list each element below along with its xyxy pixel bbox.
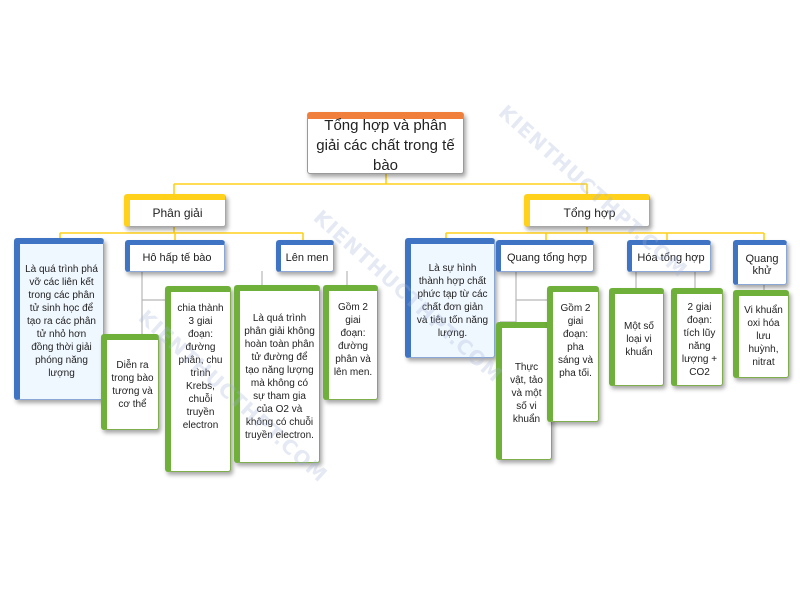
node-quang-tong-hop: Quang tổng hợp xyxy=(496,240,594,272)
node-ho-hap-te-bao: Hô hấp tế bào xyxy=(125,240,225,272)
node-quang-khu: Quang khử xyxy=(733,240,787,285)
node-quang-khu-label: Quang khử xyxy=(745,252,779,277)
leaf-ho-hap-stages: chia thành 3 giai đoạn: đường phân, chu … xyxy=(165,286,231,472)
leaf-ho-hap-stages-text: chia thành 3 giai đoạn: đường phân, chu … xyxy=(177,303,224,431)
leaf-quang-tong-hop-stages: Gồm 2 giai đoạn: pha sáng và pha tối. xyxy=(547,286,599,422)
branch-tong-hop-label: Tổng hợp xyxy=(563,206,616,220)
node-hoa-tong-hop: Hóa tổng hợp xyxy=(627,240,711,272)
node-len-men: Lên men xyxy=(276,240,334,272)
phan-giai-description-text: Là quá trình phá vỡ các liên kết trong c… xyxy=(25,264,98,379)
leaf-quang-khu-text: Vi khuẩn oxi hóa lưu huỳnh, nitrat xyxy=(744,305,783,368)
node-ho-hap-te-bao-label: Hô hấp tế bào xyxy=(142,252,212,264)
leaf-len-men-stages-text: Gồm 2 giai đoạn: đường phân và lên men. xyxy=(333,302,373,378)
leaf-len-men-definition-text: Là quá trình phân giải không hoàn toàn p… xyxy=(244,312,315,441)
branch-phan-giai: Phân giải xyxy=(124,194,226,227)
node-quang-tong-hop-label: Quang tổng hợp xyxy=(507,252,587,264)
leaf-quang-khu: Vi khuẩn oxi hóa lưu huỳnh, nitrat xyxy=(733,290,789,378)
leaf-len-men-stages: Gồm 2 giai đoạn: đường phân và lên men. xyxy=(323,285,378,400)
node-len-men-label: Lên men xyxy=(285,252,329,264)
tong-hop-description: Là sự hình thành hợp chất phức tạp từ cá… xyxy=(405,238,495,358)
leaf-quang-tong-hop-organisms-text: Thực vật, tảo và một số vi khuẩn xyxy=(510,362,543,425)
leaf-hoa-tong-hop-organisms-text: Một số loại vi khuẩn xyxy=(623,321,654,358)
leaf-ho-hap-location-text: Diễn ra trong bào tương và cơ thể xyxy=(111,359,154,410)
root-node: Tổng hợp và phân giải các chất trong tế … xyxy=(307,112,464,174)
branch-phan-giai-label: Phân giải xyxy=(152,206,203,220)
tong-hop-description-text: Là sự hình thành hợp chất phức tạp từ cá… xyxy=(416,262,489,339)
node-hoa-tong-hop-label: Hóa tổng hợp xyxy=(637,252,705,264)
leaf-quang-tong-hop-stages-text: Gồm 2 giai đoạn: pha sáng và pha tối. xyxy=(557,303,594,379)
leaf-hoa-tong-hop-stages: 2 giai đoạn: tích lũy năng lượng + CO2 xyxy=(671,288,723,386)
phan-giai-description: Là quá trình phá vỡ các liên kết trong c… xyxy=(14,238,104,400)
leaf-hoa-tong-hop-stages-text: 2 giai đoạn: tích lũy năng lượng + CO2 xyxy=(681,301,718,378)
leaf-len-men-definition: Là quá trình phân giải không hoàn toàn p… xyxy=(234,285,320,463)
root-title: Tổng hợp và phân giải các chất trong tế … xyxy=(316,117,455,174)
branch-tong-hop: Tổng hợp xyxy=(524,194,650,227)
leaf-quang-tong-hop-organisms: Thực vật, tảo và một số vi khuẩn xyxy=(496,322,552,460)
leaf-ho-hap-location: Diễn ra trong bào tương và cơ thể xyxy=(101,334,159,430)
leaf-hoa-tong-hop-organisms: Một số loại vi khuẩn xyxy=(609,288,664,386)
